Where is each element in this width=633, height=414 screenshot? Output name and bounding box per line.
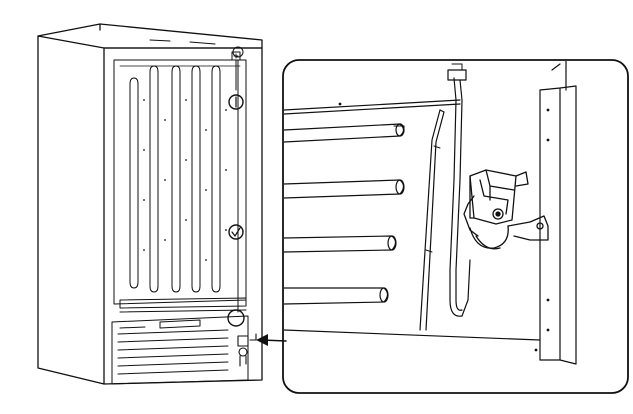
water-valve	[463, 169, 549, 250]
panel-screws	[143, 99, 227, 261]
circle-marker	[228, 224, 244, 240]
water-line	[235, 59, 239, 313]
valve-assembly-small	[237, 333, 257, 367]
coil-tubes	[284, 123, 405, 305]
detail-callout-water-valve	[282, 59, 629, 394]
cabinet-top-panel	[37, 23, 263, 49]
condenser-channels	[129, 65, 221, 293]
side-panel	[419, 109, 445, 331]
circle-marker	[227, 309, 245, 327]
cabinet-rear-frame	[539, 63, 577, 365]
refrigerator-rear-view	[37, 23, 287, 385]
detail-frame	[282, 59, 629, 394]
circle-marker	[232, 46, 244, 58]
arrow-to-detail	[256, 334, 287, 346]
compressor-compartment	[111, 315, 249, 385]
circle-marker	[228, 94, 244, 110]
cabinet-top-edge	[284, 99, 461, 115]
cabinet-side-panel	[37, 35, 105, 385]
water-line-detail	[449, 77, 471, 317]
